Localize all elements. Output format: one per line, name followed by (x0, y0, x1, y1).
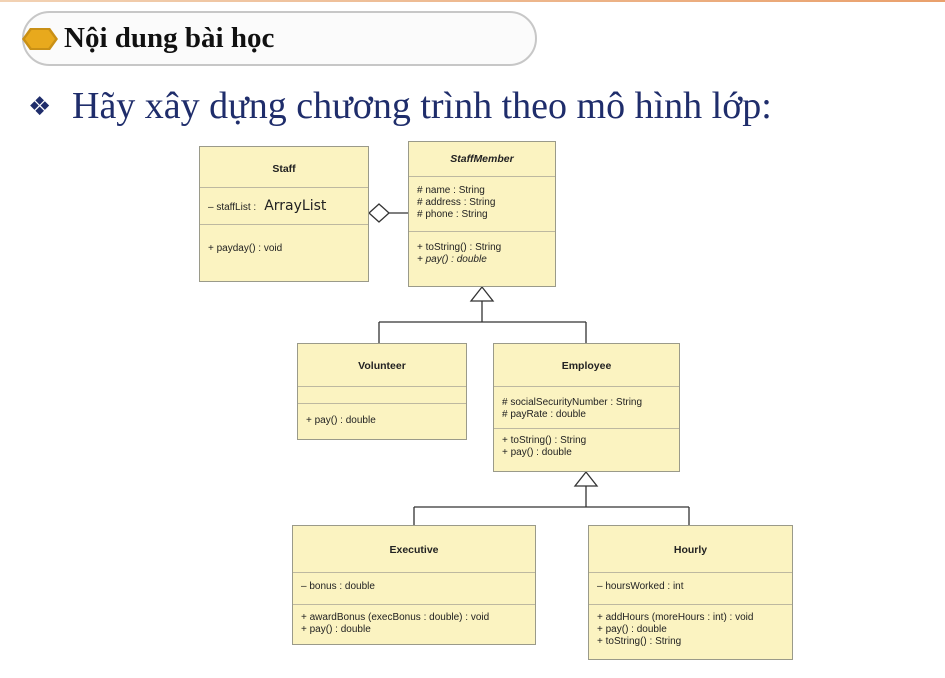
methods-section: + payday() : void (200, 224, 368, 258)
attribute: – hoursWorked : int (597, 581, 684, 592)
attributes-section: – bonus : double (293, 572, 535, 604)
method: + pay() : double (417, 254, 487, 265)
methods-section: + toString() : String + pay() : double (409, 231, 555, 269)
section-title: Nội dung bài học (64, 22, 275, 54)
inheritance-arrow-staffmember (469, 285, 495, 302)
class-name: StaffMember (450, 153, 514, 165)
method: + toString() : String (597, 636, 682, 647)
top-accent-line (0, 0, 945, 2)
attributes-section: # name : String # address : String # pho… (409, 176, 555, 231)
attributes-section: # socialSecurityNumber : String # payRat… (494, 386, 679, 428)
method: + pay() : double (306, 415, 376, 426)
class-name: Staff (272, 163, 296, 175)
class-name: Employee (561, 360, 612, 372)
hexagon-icon-inner (25, 30, 55, 48)
methods-section: + pay() : double (298, 403, 466, 430)
class-name: Executive (389, 544, 439, 556)
method: + toString() : String (417, 242, 502, 253)
method: + toString() : String (502, 435, 587, 446)
attribute: # payRate : double (502, 409, 586, 420)
attributes-section: – hoursWorked : int (589, 572, 792, 604)
attributes-section: – staffList : ArrayList (200, 187, 368, 224)
methods-section: + addHours (moreHours : int) : void + pa… (589, 604, 792, 651)
class-hourly: Hourly – hoursWorked : int + addHours (m… (588, 525, 793, 660)
method: + pay() : double (301, 624, 371, 635)
attributes-section (298, 386, 466, 403)
class-volunteer: Volunteer + pay() : double (297, 343, 467, 440)
class-name: Hourly (673, 544, 708, 556)
class-name: Volunteer (358, 360, 406, 372)
method: + addHours (moreHours : int) : void (597, 612, 754, 623)
methods-section: + toString() : String + pay() : double (494, 428, 679, 462)
slide-heading: Hãy xây dựng chương trình theo mô hình l… (72, 85, 772, 127)
attribute: # name : String (417, 185, 485, 196)
method: + pay() : double (502, 447, 572, 458)
methods-section: + awardBonus (execBonus : double) : void… (293, 604, 535, 639)
diamond-bullet-icon: ❖ (28, 92, 52, 122)
attribute-label: – staffList : (208, 202, 257, 213)
class-staffmember: StaffMember # name : String # address : … (408, 141, 556, 287)
attribute: # phone : String (417, 209, 488, 220)
method: + pay() : double (597, 624, 667, 635)
attribute: # socialSecurityNumber : String (502, 397, 643, 408)
class-executive: Executive – bonus : double + awardBonus … (292, 525, 536, 645)
method: + awardBonus (execBonus : double) : void (301, 612, 490, 623)
inheritance-arrow-employee (573, 470, 599, 487)
attribute: # address : String (417, 197, 496, 208)
aggregation-diamond (368, 203, 390, 223)
method: + payday() : void (208, 243, 283, 254)
class-staff: Staff – staffList : ArrayList + payday() … (199, 146, 369, 282)
section-title-pill (22, 11, 537, 66)
attribute-type: ArrayList (264, 198, 327, 214)
attribute: – bonus : double (301, 581, 375, 592)
class-employee: Employee # socialSecurityNumber : String… (493, 343, 680, 472)
